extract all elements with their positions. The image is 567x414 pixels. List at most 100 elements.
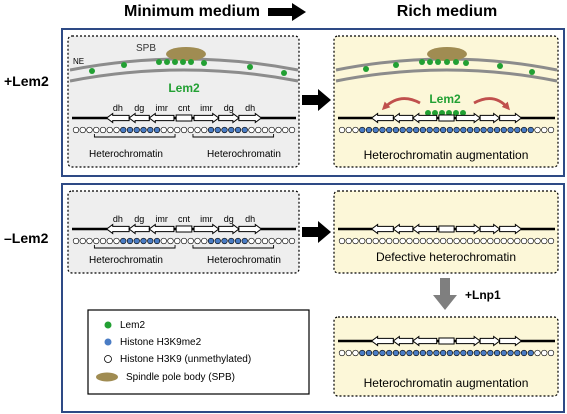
h3k9me2-nucleosome bbox=[392, 126, 400, 134]
lem2-dot bbox=[393, 62, 399, 68]
unmethylated-nucleosome bbox=[255, 237, 262, 245]
unmethylated-nucleosome bbox=[541, 126, 548, 134]
cnt-box bbox=[438, 114, 455, 122]
plus-lem2-frame bbox=[61, 28, 565, 177]
unmethylated-nucleosome bbox=[386, 237, 393, 245]
imr-arrow bbox=[148, 112, 175, 124]
h3k9me2-nucleosome bbox=[221, 237, 228, 245]
ne-label: NE bbox=[73, 57, 84, 66]
h3k9me2-nucleosome bbox=[359, 126, 366, 134]
unmethylated-nucleosome bbox=[72, 237, 80, 245]
unmethylated-nucleosome bbox=[480, 237, 487, 245]
unmethylated-nucleosome bbox=[446, 237, 453, 245]
dh-label: dh bbox=[245, 214, 255, 224]
dh-repeat-arrow bbox=[370, 112, 394, 124]
h3k9me2-nucleosome bbox=[466, 126, 474, 134]
h3k9me2-nucleosome bbox=[140, 237, 147, 245]
dg-label: dg bbox=[224, 214, 234, 224]
lem2-dot bbox=[247, 64, 253, 70]
plus-lem2-label: +Lem2 bbox=[4, 73, 49, 89]
imr-arrow bbox=[412, 112, 438, 124]
unmethylated-nucleosome bbox=[345, 349, 352, 357]
unmethylated-nucleosome bbox=[433, 237, 440, 245]
lem2-dot bbox=[444, 59, 450, 65]
lem2-dot bbox=[164, 59, 170, 65]
unmethylated-nucleosome bbox=[541, 237, 548, 245]
unmethylated-nucleosome bbox=[493, 237, 501, 245]
lem2-dot bbox=[363, 66, 369, 72]
lem2-dot bbox=[121, 62, 127, 68]
unmethylated-nucleosome bbox=[194, 237, 201, 245]
unmethylated-nucleosome bbox=[180, 126, 188, 134]
h3k9me2-nucleosome bbox=[153, 126, 161, 134]
unmethylated-nucleosome bbox=[180, 237, 188, 245]
unmethylated-nucleosome bbox=[352, 237, 359, 245]
h3k9me2-nucleosome bbox=[514, 349, 521, 357]
dh-repeat-arrow bbox=[105, 223, 130, 235]
spindle-pole-body bbox=[166, 47, 206, 61]
h3k9me2-nucleosome bbox=[120, 126, 127, 134]
h3k9me2-nucleosome bbox=[466, 349, 474, 357]
unmethylated-nucleosome bbox=[99, 126, 107, 134]
heterochromatin-bracket bbox=[192, 134, 275, 138]
lem2-dot bbox=[172, 59, 178, 65]
unmethylated-nucleosome bbox=[547, 237, 555, 245]
h3k9me2-nucleosome bbox=[228, 237, 235, 245]
h3k9me2-nucleosome bbox=[520, 126, 528, 134]
unmethylated-nucleosome bbox=[352, 126, 359, 134]
h3k9me2-nucleosome bbox=[413, 349, 420, 357]
unmethylated-nucleosome bbox=[201, 237, 208, 245]
unmethylated-nucleosome bbox=[507, 237, 514, 245]
h3k9me2-nucleosome bbox=[207, 237, 215, 245]
heterochromatin-bracket bbox=[93, 245, 176, 249]
h3k9me2-nucleosome bbox=[473, 349, 480, 357]
unmethylated-nucleosome bbox=[93, 126, 100, 134]
spreading-arrow-left bbox=[381, 97, 421, 111]
h3k9me2-nucleosome bbox=[433, 349, 440, 357]
minimum-medium-heading: Minimum medium bbox=[124, 3, 260, 20]
h3k9me2-nucleosome bbox=[507, 349, 514, 357]
unmethylated-nucleosome bbox=[282, 237, 289, 245]
h3k9me2-nucleosome bbox=[493, 126, 501, 134]
legend-item: Histone H3K9me2 bbox=[104, 337, 202, 348]
h3k9me2-nucleosome bbox=[440, 126, 447, 134]
h3k9me2-nucleosome bbox=[413, 126, 420, 134]
h3k9me2-nucleosome bbox=[379, 349, 386, 357]
dg-repeat-arrow bbox=[218, 223, 240, 235]
lem2-dot bbox=[419, 59, 425, 65]
lem2-dot bbox=[432, 110, 438, 116]
unmethylated-nucleosome bbox=[106, 237, 113, 245]
h3k9me2-nucleosome bbox=[433, 126, 440, 134]
header-arrow bbox=[268, 3, 306, 21]
h3k9me2-nucleosome bbox=[147, 126, 154, 134]
h3k9me2-nucleosome bbox=[487, 126, 494, 134]
panel-plus-rich bbox=[333, 35, 559, 168]
unmethylated-nucleosome bbox=[534, 349, 541, 357]
h3k9me2-nucleosome bbox=[120, 237, 127, 245]
h3k9me2-nucleosome bbox=[419, 126, 427, 134]
unmethylated-nucleosome bbox=[248, 126, 255, 134]
imr-arrow bbox=[455, 112, 481, 124]
cnt-box bbox=[175, 225, 193, 233]
unmethylated-nucleosome bbox=[453, 237, 460, 245]
unmethylated-nucleosome bbox=[174, 237, 181, 245]
unmethylated-nucleosome bbox=[282, 126, 289, 134]
h3k9me2-nucleosome bbox=[365, 349, 373, 357]
imr-arrow bbox=[148, 223, 175, 235]
lem2-dot bbox=[89, 68, 95, 74]
unmethylated-nucleosome bbox=[487, 237, 494, 245]
imr-arrow bbox=[193, 112, 220, 124]
h3k9me2-nucleosome bbox=[460, 126, 467, 134]
h3k9me2-nucleosome bbox=[446, 126, 453, 134]
dh-repeat-arrow bbox=[499, 335, 523, 347]
dh-repeat-arrow bbox=[370, 335, 394, 347]
lem2-dot bbox=[427, 59, 433, 65]
h3k9me2-nucleosome bbox=[500, 349, 507, 357]
minus-lem2-frame bbox=[61, 183, 565, 413]
unmethylated-nucleosome bbox=[406, 237, 413, 245]
minus-lem2-label: –Lem2 bbox=[4, 230, 49, 246]
unmethylated-nucleosome bbox=[379, 237, 386, 245]
imr-arrow bbox=[412, 223, 438, 235]
unmethylated-nucleosome bbox=[288, 237, 296, 245]
